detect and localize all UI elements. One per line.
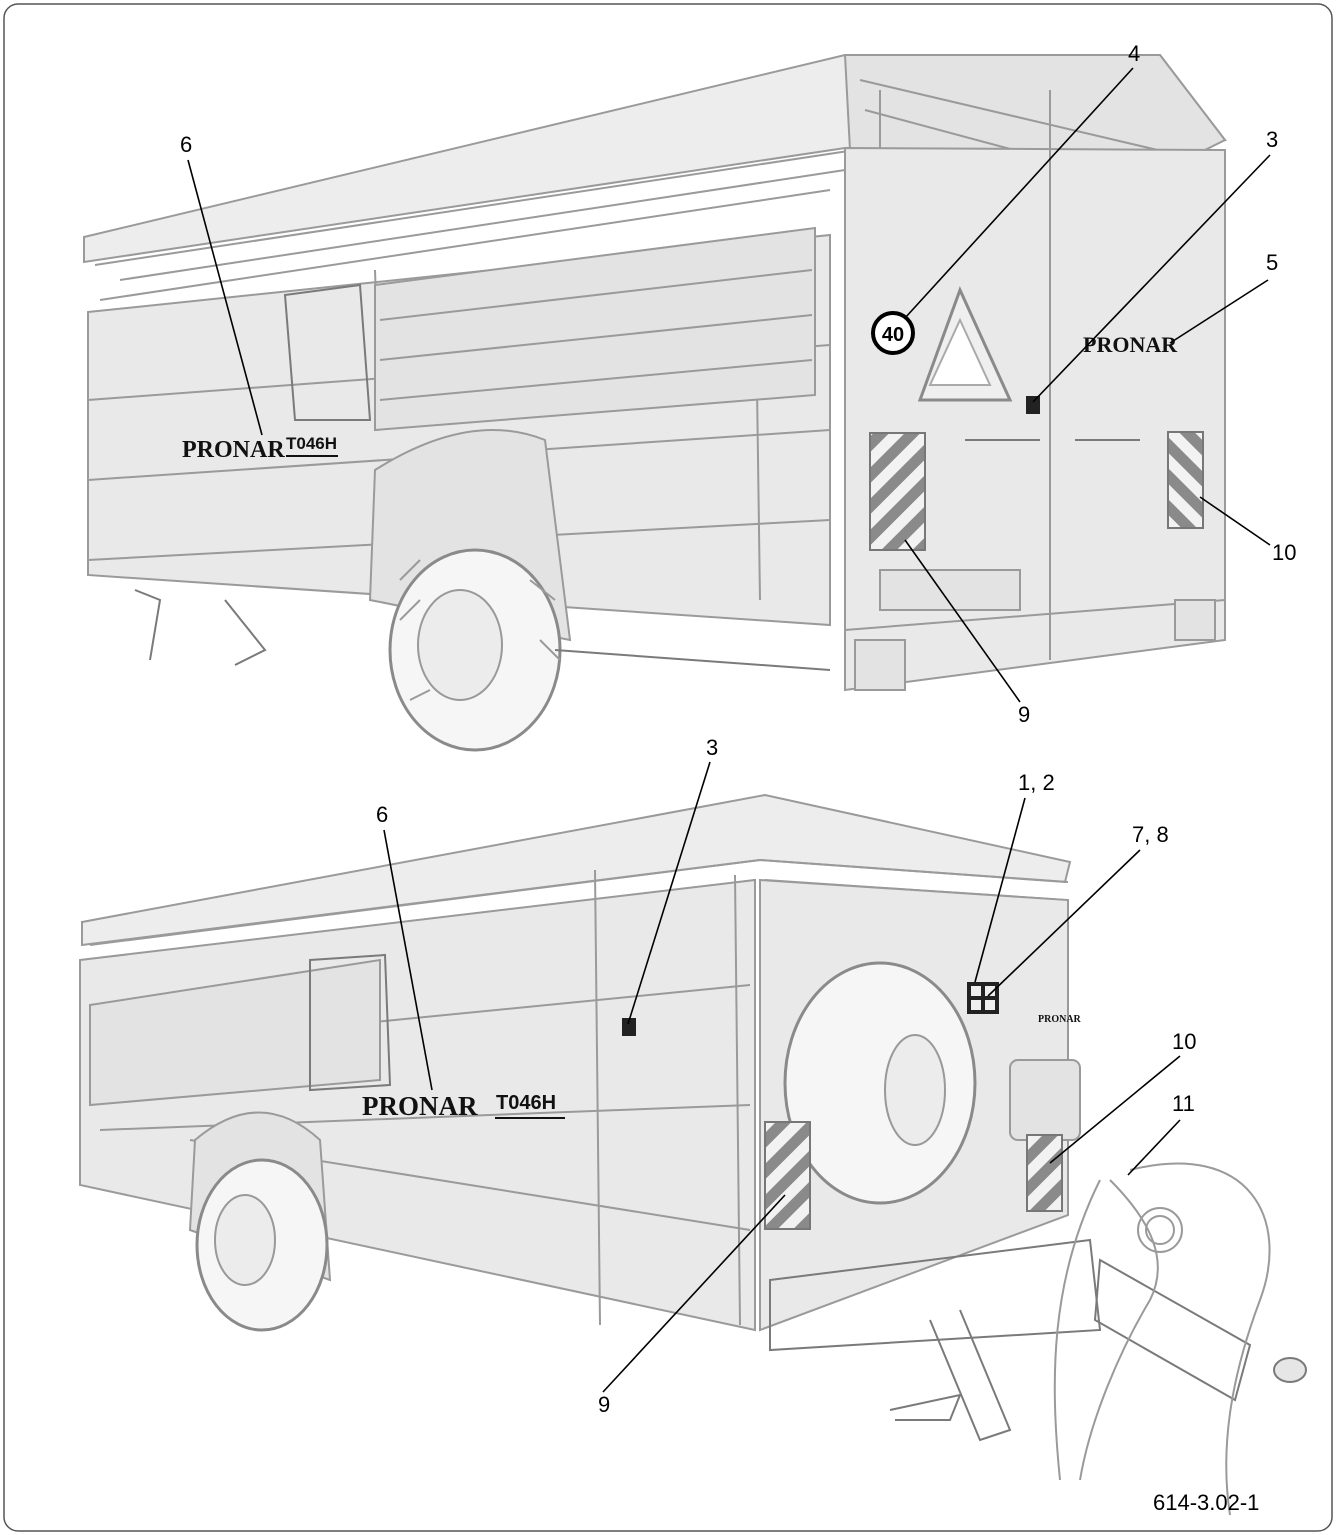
front-brand-logo: PRONAR [1038,1014,1082,1025]
callout-10-top: 10 [1272,540,1296,565]
spare-wheel [783,961,977,1205]
figure-border [3,3,1333,1532]
callout-5-top: 5 [1266,250,1278,275]
side-model-logo: T046H [286,434,337,453]
speed-limit-sign [871,311,915,355]
figure-code: 614-3.02-1 [1153,1490,1259,1515]
callout-9-top: 9 [1018,702,1030,727]
warning-decal-top [1026,396,1040,414]
warning-plate-left [869,432,926,551]
bottom-callouts: 3 6 1, 2 7, 8 10 11 9 [376,735,1196,1417]
warning-plate-right [1167,431,1204,529]
callout-6-bottom: 6 [376,802,388,827]
callout-3-top: 3 [1266,127,1278,152]
callout-4-top: 4 [1128,41,1140,66]
bottom-side-model-logo: T046H [496,1092,556,1114]
top-trailer-view: 40 PRONAR PRONAR T046H [83,54,1227,752]
warning-plate-bottom-right [1026,1134,1063,1212]
callout-9-bottom: 9 [598,1392,610,1417]
callout-1-2-bottom: 1, 2 [1018,770,1055,795]
warning-decal-bottom [622,1018,636,1036]
rear-brand-logo: PRONAR [1083,332,1178,357]
side-brand-logo: PRONAR [182,437,285,463]
speed-limit-value: 40 [882,324,904,346]
warning-plate-bottom-left [764,1121,811,1230]
bottom-side-brand-logo: PRONAR [362,1091,478,1121]
bottom-trailer-view: PRONAR PRONAR T046H [79,793,1307,1516]
callout-7-8-bottom: 7, 8 [1132,822,1169,847]
callout-3-bottom: 3 [706,735,718,760]
callout-10-bottom: 10 [1172,1029,1196,1054]
top-callouts: 6 4 3 5 10 9 [180,41,1296,727]
top-rear-panel [844,146,1226,692]
callout-11-bottom: 11 [1172,1091,1195,1116]
callout-6-top: 6 [180,132,192,157]
